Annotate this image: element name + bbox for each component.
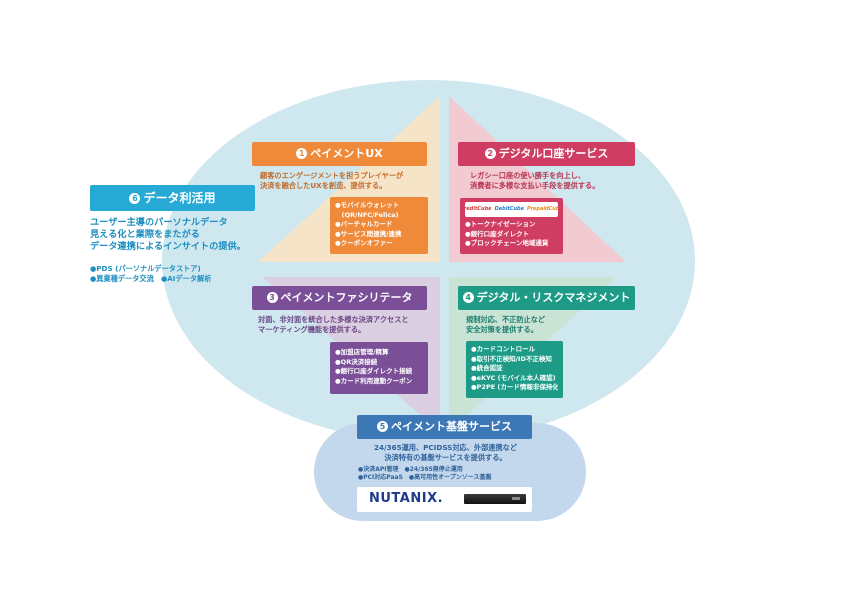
feature-item: ●モバイルウォレット bbox=[335, 201, 400, 209]
feature-item: ●決済API管理 ●24/365無停止運用 bbox=[358, 466, 463, 473]
feature-item: (QR/NFC/Felica) bbox=[335, 210, 399, 219]
q4-number: 4 bbox=[462, 292, 474, 303]
feature-item: ●トークナイゼーション bbox=[465, 220, 536, 228]
desc-line: ユーザー主導のパーソナルデータ bbox=[90, 217, 228, 228]
debit-cube-logo: DebitCube bbox=[494, 205, 525, 212]
desc-line: マーケティング機能を提供する。 bbox=[258, 325, 366, 334]
desc-line: 見える化と業際をまたがる bbox=[90, 229, 200, 240]
desc-line: データ連携によるインサイトの提供。 bbox=[90, 241, 246, 252]
server-led bbox=[512, 497, 520, 500]
credit-cube-logo: CreditCube bbox=[465, 205, 492, 212]
q5-number: 5 bbox=[377, 421, 388, 432]
desc-line: 決済を融合したUXを創造、提供する。 bbox=[260, 181, 387, 190]
desc-line: 消費者に多様な支払い手段を提供する。 bbox=[470, 181, 600, 190]
feature-item: ●サービス間連携/連携 bbox=[335, 229, 402, 238]
desc-line: 24/365運用、PCIDSS対応、外部連携など bbox=[373, 443, 518, 452]
payment-platform-features: ●決済API管理 ●24/365無停止運用 ●PCI対応PaaS ●高可用性オー… bbox=[358, 466, 492, 482]
digital-account-description: レガシー口座の使い勝手を向上し、 消費者に多様な支払い手段を提供する。 bbox=[470, 171, 599, 191]
prepaid-cube-logo: PrepaidCube bbox=[527, 205, 558, 212]
data-utilization-features: ●PDS (パーソナルデータストア) ●異業種データ交流 ●AIデータ解析 bbox=[90, 264, 211, 284]
feature-item: ●eKYC (モバイル本人確認) bbox=[471, 373, 556, 382]
data-utilization-title-text: データ利活用 bbox=[143, 191, 216, 205]
payment-ux-title-text: ペイメントUX bbox=[310, 147, 383, 160]
desc-line: 顧客のエンゲージメントを担うプレイヤーが bbox=[260, 171, 404, 180]
q1-number: 1 bbox=[296, 148, 308, 159]
desc-line: レガシー口座の使い勝手を向上し、 bbox=[470, 171, 586, 180]
feature-item: ●PDS (パーソナルデータストア) bbox=[90, 264, 201, 273]
desc-line: 対面、非対面を統合した多様な決済アクセスと bbox=[258, 315, 409, 324]
feature-item: ●異業種データ交流 ●AIデータ解析 bbox=[90, 274, 212, 283]
q3-number: 3 bbox=[266, 292, 278, 303]
payment-facilitator-description: 対面、非対面を統合した多様な決済アクセスと マーケティング機能を提供する。 bbox=[258, 315, 409, 335]
payment-platform-description: 24/365運用、PCIDSS対応、外部連携など 決済特有の基盤サービスを提供す… bbox=[358, 443, 533, 463]
digital-account-features: CreditCube DebitCube PrepaidCube ●トークナイゼ… bbox=[460, 198, 563, 254]
nutanix-logo: NUTANIX. bbox=[369, 491, 444, 506]
payment-ux-description: 顧客のエンゲージメントを担うプレイヤーが 決済を融合したUXを創造、提供する。 bbox=[260, 171, 403, 191]
q6-number: 6 bbox=[129, 193, 141, 204]
feature-item: ●P2PE (カード情報非保持化) bbox=[471, 383, 558, 392]
feature-item: ●銀行口座ダイレクト接続 bbox=[335, 367, 413, 376]
feature-item: ●加盟店管理/精算 bbox=[335, 348, 389, 356]
risk-management-features: ●カードコントロール ●取引不正検知/ID不正検知 ●統合認証 ●eKYC (モ… bbox=[466, 341, 563, 398]
feature-item: ●統合認証 bbox=[471, 364, 503, 373]
payment-facilitator-features: ●加盟店管理/精算 ●QR決済接続 ●銀行口座ダイレクト接続 ●カード利用連動ク… bbox=[330, 342, 428, 394]
feature-item: ●銀行口座ダイレクト bbox=[465, 229, 530, 238]
desc-line: 決済特有の基盤サービスを提供する。 bbox=[384, 453, 507, 462]
feature-item: ●取引不正検知/ID不正検知 bbox=[471, 354, 552, 363]
digital-account-title-text: デジタル口座サービス bbox=[498, 147, 609, 160]
feature-item: ●PCI対応PaaS ●高可用性オープンソース基盤 bbox=[358, 474, 492, 481]
desc-line: 安全対策を提供する。 bbox=[466, 325, 538, 334]
payment-platform-title-text: ペイメント基盤サービス bbox=[391, 420, 512, 433]
server-image bbox=[464, 494, 526, 504]
feature-item: ●QR決済接続 bbox=[335, 357, 378, 366]
feature-item: ●バーチャルカード bbox=[335, 220, 393, 229]
nutanix-logo-box: NUTANIX. bbox=[357, 487, 532, 512]
feature-item: ●クーポンオファー bbox=[335, 239, 393, 248]
data-utilization-description: ユーザー主導のパーソナルデータ 見える化と業際をまたがる データ連携によるインサ… bbox=[90, 217, 246, 253]
risk-management-description: 規制対応、不正防止など 安全対策を提供する。 bbox=[466, 315, 545, 335]
desc-line: 規制対応、不正防止など bbox=[466, 315, 546, 324]
feature-item: ●カード利用連動クーポン bbox=[335, 376, 413, 385]
payment-facilitator-title-text: ペイメントファシリテータ bbox=[280, 291, 413, 304]
payment-ux-features: ●モバイルウォレット (QR/NFC/Felica) ●バーチャルカード ●サー… bbox=[330, 197, 428, 254]
risk-management-title-text: デジタル・リスクマネジメント bbox=[476, 291, 631, 304]
feature-item: ●ブロックチェーン地域通貨 bbox=[465, 239, 549, 248]
q2-number: 2 bbox=[484, 148, 496, 159]
cube-cards-logo: CreditCube DebitCube PrepaidCube bbox=[465, 202, 558, 217]
feature-item: ●カードコントロール bbox=[471, 345, 536, 353]
